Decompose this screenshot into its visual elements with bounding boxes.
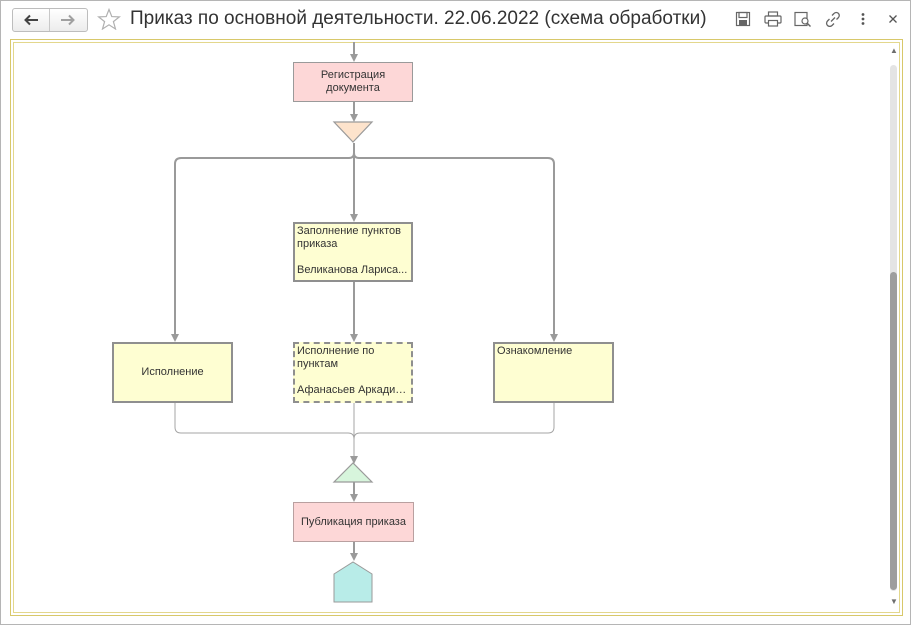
arrowhead <box>350 114 358 122</box>
arrowhead <box>350 334 358 342</box>
back-button[interactable] <box>13 9 49 31</box>
connector-acquaintance-join <box>353 402 555 440</box>
print-icon <box>764 11 782 27</box>
publication-node[interactable]: Публикация приказа <box>293 502 414 542</box>
more-vertical-icon <box>861 13 865 25</box>
execution-items-assignee: Афанасьев Аркадий ... <box>297 384 409 396</box>
arrowhead <box>550 334 558 342</box>
end-node[interactable] <box>333 561 373 603</box>
registration-label-line1: Регистрация <box>320 69 386 81</box>
acquaintance-label: Ознакомление <box>497 345 573 357</box>
scroll-down-arrow[interactable]: ▼ <box>890 597 898 606</box>
star-icon[interactable] <box>97 8 121 30</box>
join-node[interactable] <box>332 462 374 483</box>
split-node[interactable] <box>332 121 374 143</box>
diagram-connectors <box>171 42 558 603</box>
link-icon <box>825 11 840 27</box>
arrowhead <box>171 334 179 342</box>
fill-items-node[interactable]: Заполнение пунктов приказа Великанова Ла… <box>293 222 413 282</box>
fill-items-label-line1: Заполнение пунктов <box>297 225 401 237</box>
arrow-left-icon <box>24 14 38 26</box>
publication-label: Публикация приказа <box>301 515 406 528</box>
execution-items-label-line2: пунктам <box>297 358 339 370</box>
arrowhead <box>350 456 358 464</box>
execution-items-node[interactable]: Исполнение по пунктам Афанасьев Аркадий … <box>293 342 413 403</box>
execution-items-label-line1: Исполнение по <box>297 345 375 357</box>
fill-items-label-line2: приказа <box>297 238 338 250</box>
navigation-buttons <box>12 8 88 32</box>
acquaintance-node[interactable]: Ознакомление <box>493 342 614 403</box>
fill-items-assignee: Великанова Лариса... <box>297 264 408 276</box>
forward-button[interactable] <box>49 9 86 31</box>
title-bar: Приказ по основной деятельности. 22.06.2… <box>1 1 910 37</box>
arrowhead <box>350 553 358 561</box>
scrollbar-thumb[interactable] <box>890 272 897 590</box>
arrowhead <box>350 54 358 62</box>
diagram-panel: Регистрация документа Заполнение пунктов… <box>10 39 903 616</box>
diagram-frame <box>13 42 900 613</box>
page-title: Приказ по основной деятельности. 22.06.2… <box>130 8 707 29</box>
arrowhead <box>350 494 358 502</box>
execution-node[interactable]: Исполнение <box>112 342 233 403</box>
print-button[interactable] <box>764 10 782 28</box>
connector-execution-join <box>174 402 355 440</box>
execution-label: Исполнение <box>141 366 204 378</box>
link-button[interactable] <box>824 10 842 28</box>
save-button[interactable] <box>734 10 752 28</box>
close-button[interactable] <box>884 10 902 28</box>
scroll-up-arrow[interactable]: ▲ <box>890 46 898 55</box>
registration-label-line2: документа <box>326 82 380 94</box>
preview-icon <box>794 11 811 27</box>
spacer <box>297 371 409 384</box>
save-icon <box>735 11 751 27</box>
spacer <box>297 251 409 264</box>
connector-split-acquaintance <box>353 152 555 335</box>
arrow-right-icon <box>61 14 75 26</box>
more-button[interactable] <box>854 10 872 28</box>
arrowhead <box>350 214 358 222</box>
close-icon <box>889 15 897 23</box>
registration-node[interactable]: Регистрация документа <box>293 62 413 102</box>
preview-button[interactable] <box>794 10 812 28</box>
